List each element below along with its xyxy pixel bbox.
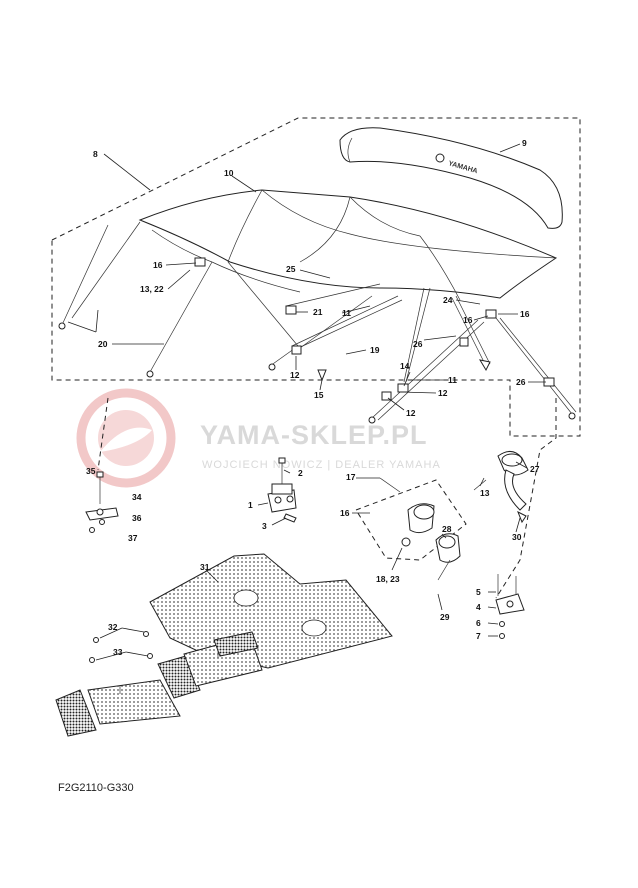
callout-21: 21 bbox=[313, 307, 323, 317]
side-mats bbox=[55, 627, 263, 737]
callout-15: 15 bbox=[314, 390, 324, 400]
callout-5: 5 bbox=[476, 587, 481, 597]
deck-hinge bbox=[487, 574, 525, 639]
callout-33: 33 bbox=[113, 647, 123, 657]
bimini-canopy bbox=[138, 189, 558, 301]
callout-6: 6 bbox=[476, 618, 481, 628]
callout-11b: 11 bbox=[448, 375, 457, 385]
callout-14: 14 bbox=[400, 361, 410, 371]
bimini-assembly-boundary bbox=[51, 117, 581, 437]
callout-28: 28 bbox=[442, 524, 452, 534]
callout-16c: 16 bbox=[520, 309, 530, 319]
callout-3: 3 bbox=[262, 521, 267, 531]
swivel-fitting-detail bbox=[352, 477, 467, 611]
callout-18-23: 18, 23 bbox=[376, 574, 400, 584]
callout-17: 17 bbox=[346, 472, 356, 482]
callout-labels: 8 10 9 16 13, 22 25 20 21 11 19 12 15 14… bbox=[86, 138, 540, 657]
callout-24: 24 bbox=[443, 295, 453, 305]
callout-12a: 12 bbox=[290, 370, 300, 380]
mount-bracket bbox=[257, 457, 297, 526]
bimini-cover: YAMAHA bbox=[339, 127, 563, 229]
callout-12b: 12 bbox=[438, 388, 448, 398]
callout-8: 8 bbox=[93, 149, 98, 159]
callout-1: 1 bbox=[248, 500, 253, 510]
callout-27: 27 bbox=[530, 464, 540, 474]
watermark: YAMA-SKLEP.PL WOJCIECH NOWICZ | DEALER Y… bbox=[76, 388, 441, 488]
callout-19: 19 bbox=[370, 345, 380, 355]
callout-11a: 11 bbox=[342, 308, 351, 318]
callout-25: 25 bbox=[286, 264, 296, 274]
callout-9: 9 bbox=[522, 138, 527, 148]
callout-26b: 26 bbox=[516, 377, 526, 387]
cover-strap bbox=[473, 398, 557, 599]
watermark-subtitle: WOJCIECH NOWICZ | DEALER YAMAHA bbox=[202, 459, 441, 471]
callout-16d: 16 bbox=[340, 508, 350, 518]
figure-code: F2G2110-G330 bbox=[58, 782, 134, 794]
callout-20: 20 bbox=[98, 339, 108, 349]
callout-37: 37 bbox=[128, 533, 138, 543]
callout-31: 31 bbox=[200, 562, 210, 572]
callout-35: 35 bbox=[86, 466, 96, 476]
callout-26a: 26 bbox=[413, 339, 423, 349]
deck-hinge-hardware bbox=[85, 397, 119, 533]
watermark-title: YAMA-SKLEP.PL bbox=[200, 420, 428, 450]
callout-4: 4 bbox=[476, 602, 481, 612]
callout-12c: 12 bbox=[406, 408, 416, 418]
callout-32: 32 bbox=[108, 622, 118, 632]
deck-mat-main bbox=[149, 553, 393, 669]
callout-10: 10 bbox=[224, 168, 234, 178]
callout-34: 34 bbox=[132, 492, 142, 502]
callout-16b: 16 bbox=[463, 315, 473, 325]
callout-7: 7 bbox=[476, 631, 481, 641]
callout-16a: 16 bbox=[153, 260, 163, 270]
leader-lines bbox=[67, 143, 546, 411]
callout-2: 2 bbox=[298, 468, 303, 478]
callout-30: 30 bbox=[512, 532, 522, 542]
callout-13: 13 bbox=[480, 488, 490, 498]
callout-36: 36 bbox=[132, 513, 142, 523]
callout-13-22: 13, 22 bbox=[140, 284, 164, 294]
callout-29: 29 bbox=[440, 612, 450, 622]
frame-tubes bbox=[58, 221, 577, 424]
